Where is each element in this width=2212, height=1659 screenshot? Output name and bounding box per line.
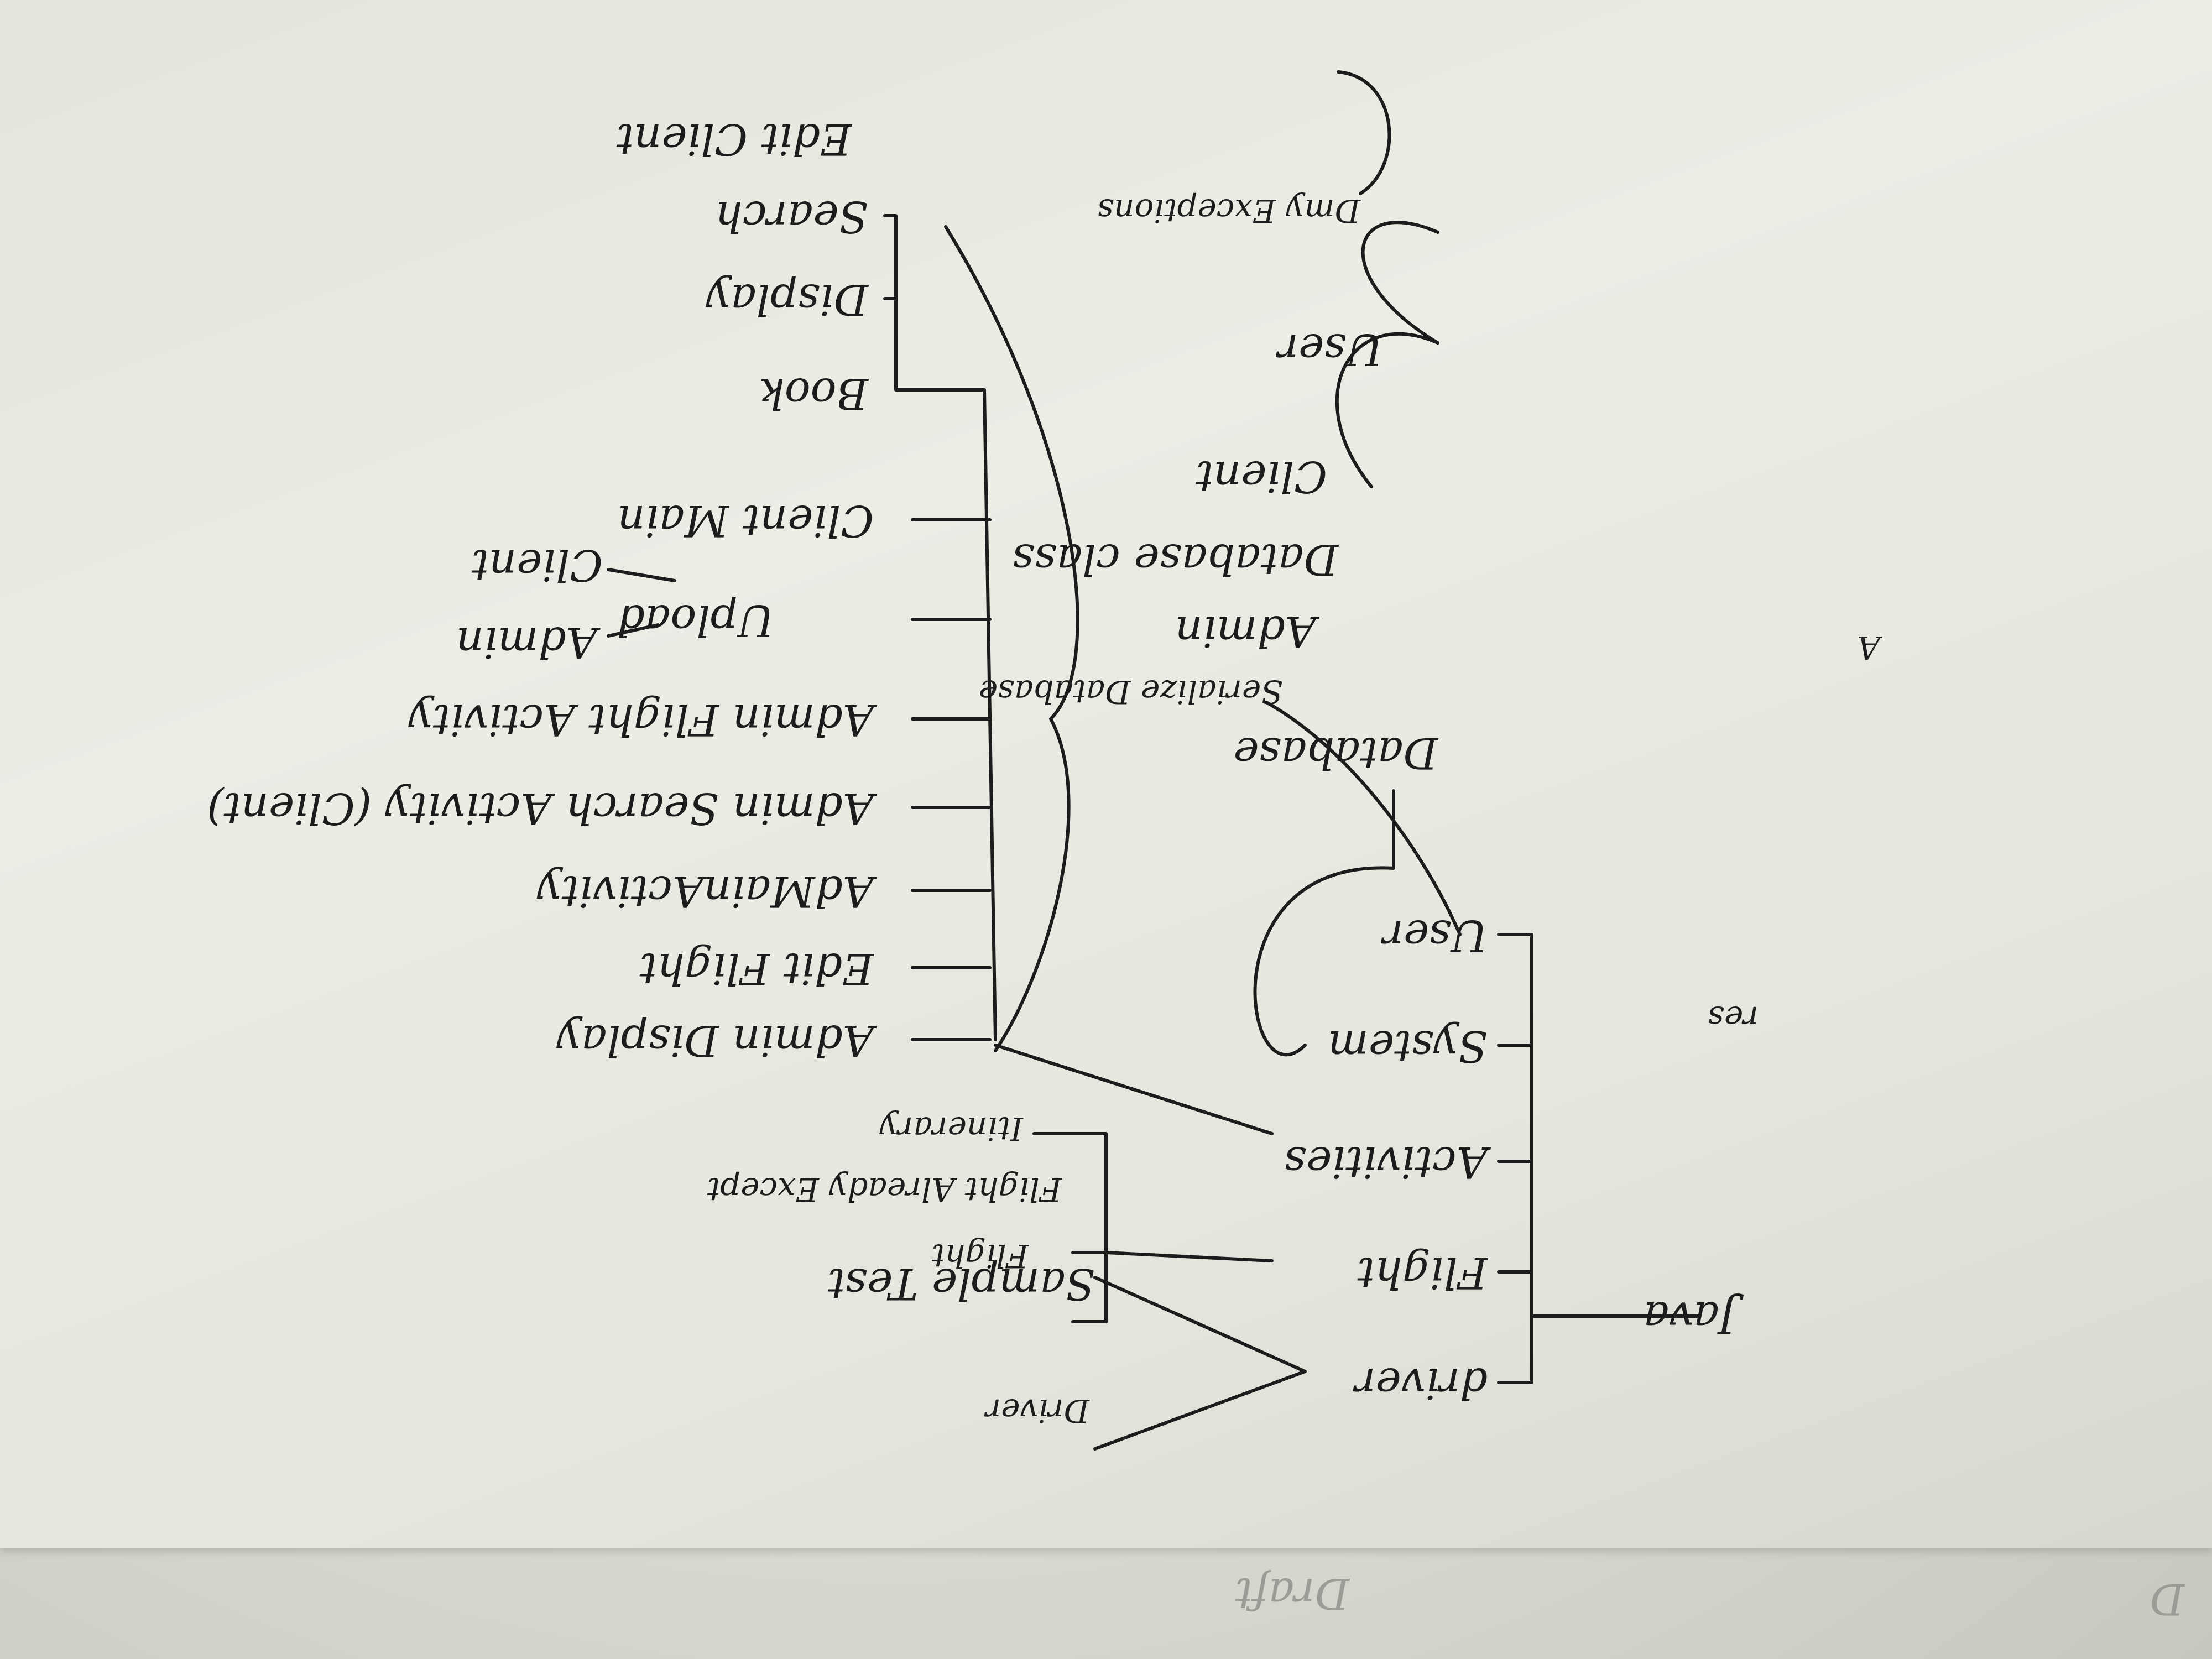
user-child-user: User [1277,324,1383,374]
database-serialize: Serialize Database [978,673,1283,711]
flight-child-flight: Flight [931,1237,1029,1275]
flight-child-already-except: Flight Already Except [707,1171,1062,1208]
activity-admin-flight: Admin Flight Activity [408,695,874,744]
user-child-client: Client [1196,451,1327,501]
bottom-text: Draft [1235,1568,1349,1618]
label-res: res [1708,999,1759,1037]
package-activities: Activities [1284,1137,1488,1187]
package-driver: driver [1355,1358,1488,1408]
driver-branch [1093,1276,1307,1451]
activities-bracket [883,214,997,1041]
package-flight: Flight [1357,1248,1488,1297]
activity-book: Book [758,368,868,418]
package-bracket [1497,933,1533,1384]
margin-letter: A [1857,629,1880,666]
client-user-curl [1361,221,1439,345]
activity-upload: Upload [617,595,774,645]
root-label: Java [1643,1292,1736,1342]
user-arrow [1265,701,1462,936]
activity-search: Search [714,191,868,241]
flight-child-itinerary: Itinerary [879,1110,1023,1147]
system-child-database: Database [1233,728,1438,778]
activity-admin-search: Admin Search Activity (Client) [207,783,874,833]
flight-branch [1032,1132,1274,1323]
activity-admain: AdMainActivity [537,866,874,916]
user-exceptions-curl [1337,70,1391,195]
package-user: User [1383,910,1488,960]
upload-split [607,568,676,638]
user-child-dmy-exceptions: Dmy Exceptions [1097,192,1360,229]
activity-client-main: Client Main [617,495,874,545]
upload-target-admin: Admin [456,617,597,667]
activities-brace [944,225,1079,1052]
activities-link [994,1044,1274,1135]
user-child-admin: Admin [1175,606,1316,656]
activity-display: Display [706,274,868,324]
package-system: System [1328,1021,1488,1071]
system-to-database [1253,789,1395,1057]
database-class: Database class [1012,534,1339,584]
activity-edit-flight: Edit Flight [639,943,874,993]
driver-child-driver: Driver [985,1392,1089,1430]
activity-admin-display: Admin Display [556,1015,874,1065]
corner-letter: D [2150,1574,2184,1624]
upload-target-client: Client [471,540,603,589]
admin-client-curl [1335,332,1439,488]
activity-edit-client: Edit Client [616,114,852,164]
